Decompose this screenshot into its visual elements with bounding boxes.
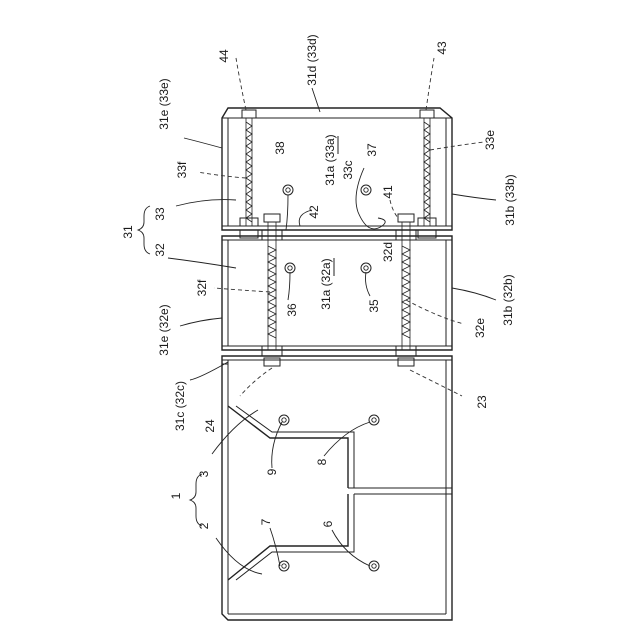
label-35: 35 <box>367 299 381 313</box>
label-32: 32 <box>153 243 167 257</box>
label-3: 3 <box>197 470 211 477</box>
hole-38 <box>283 185 293 195</box>
label-38: 38 <box>273 141 287 155</box>
bolt-42 <box>262 214 282 366</box>
bolt-43 <box>418 110 436 238</box>
label-24: 24 <box>203 419 217 433</box>
hole-6 <box>369 561 379 571</box>
label-9: 9 <box>265 468 279 475</box>
label-32e: 32e <box>473 318 487 338</box>
label-32f: 32f <box>195 279 209 296</box>
label-31b-32b: 31b (32b) <box>501 274 515 325</box>
hole-36 <box>285 263 295 273</box>
label-36: 36 <box>285 303 299 317</box>
label-6: 6 <box>321 520 335 527</box>
label-8: 8 <box>315 458 329 465</box>
label-31b-33b: 31b (33b) <box>503 174 517 225</box>
label-33e: 33e <box>483 130 497 150</box>
hole-37 <box>361 185 371 195</box>
label-37: 37 <box>365 143 379 157</box>
hole-7 <box>279 561 289 571</box>
label-23: 23 <box>475 395 489 409</box>
hole-8 <box>369 415 379 425</box>
label-42: 42 <box>307 205 321 219</box>
hole-9 <box>279 415 289 425</box>
label-31a-33a: 31a (33a) <box>323 134 337 185</box>
label-31c-32c: 31c (32c) <box>173 381 187 431</box>
label-33c: 33c <box>341 160 355 179</box>
label-41: 41 <box>381 185 395 199</box>
label-2: 2 <box>197 522 211 529</box>
label-43: 43 <box>435 41 449 55</box>
bolt-44 <box>240 110 258 238</box>
hole-35 <box>361 263 371 273</box>
label-31: 31 <box>121 225 135 239</box>
brace-31 <box>138 206 150 254</box>
label-32d: 32d <box>381 242 395 262</box>
label-31e-33e: 31e (33e) <box>157 78 171 129</box>
label-31d: 31d (33d) <box>305 34 319 85</box>
label-31a-32a: 31a (32a) <box>319 258 333 309</box>
label-44: 44 <box>217 49 231 63</box>
label-33f: 33f <box>175 161 189 178</box>
brace-1 <box>190 474 202 526</box>
panel-33 <box>222 108 452 230</box>
label-1: 1 <box>169 492 183 499</box>
label-31e-32e: 31e (32e) <box>157 304 171 355</box>
label-7: 7 <box>259 518 273 525</box>
base-structure-1 <box>222 356 452 620</box>
label-33: 33 <box>153 207 167 221</box>
bolt-41 <box>396 214 416 366</box>
panel-32 <box>222 236 452 350</box>
